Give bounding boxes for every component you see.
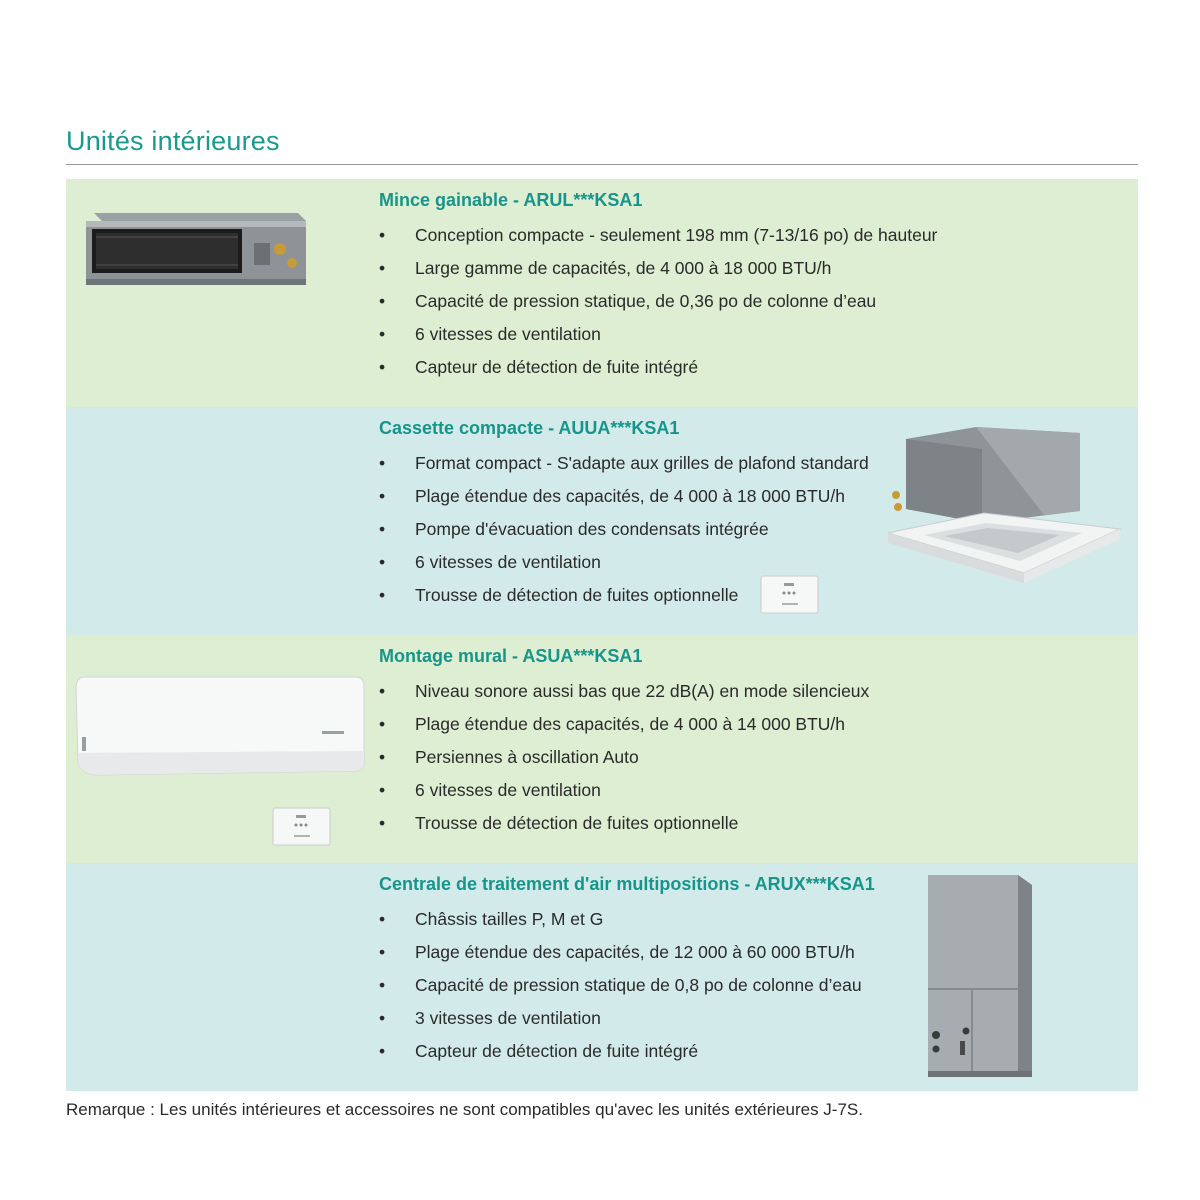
feature-item: • 6 vitesses de ventilation [379,318,937,351]
feature-text: Châssis tailles P, M et G [415,909,604,929]
feature-item: • Capacité de pression statique, de 0,36 … [379,285,937,318]
bullet-icon: • [379,681,386,701]
feature-item: • Capacité de pression statique de 0,8 po… [379,969,862,1002]
feature-item: • 3 vitesses de ventilation [379,1002,862,1035]
feature-text: 3 vitesses de ventilation [415,1008,601,1028]
bullet-icon: • [379,909,386,929]
compatibility-note: Remarque : Les unités intérieures et acc… [66,1100,863,1119]
bullet-icon: • [379,585,386,605]
bullet-icon: • [379,552,386,572]
feature-item: • Large gamme de capacités, de 4 000 à 18… [379,252,937,285]
feature-text: Capteur de détection de fuite intégré [415,1041,699,1061]
feature-text: Capacité de pression statique de 0,8 po … [415,975,862,995]
bullet-icon: • [379,813,386,833]
bullet-icon: • [379,453,386,473]
feature-list: • Niveau sonore aussi bas que 22 dB(A) en… [379,675,869,840]
feature-text: Large gamme de capacités, de 4 000 à 18 … [415,258,832,278]
section-title: Mince gainable - ARUL***KSA1 [379,190,643,210]
feature-text: 6 vitesses de ventilation [415,324,601,344]
bullet-icon: • [379,1008,386,1028]
bullet-icon: • [379,519,386,539]
feature-text: Capacité de pression statique, de 0,36 p… [415,291,877,311]
air-handler-image [928,875,1032,1077]
feature-item: • Niveau sonore aussi bas que 22 dB(A) en… [379,675,869,708]
section-title: Montage mural - ASUA***KSA1 [379,646,643,666]
bullet-icon: • [379,780,386,800]
section-title: Centrale de traitement d'air multipositi… [379,874,875,894]
ducted-unit-image [86,213,306,285]
feature-list: • Châssis tailles P, M et G • Plage étendu… [379,903,862,1068]
feature-text: Pompe d'évacuation des condensats intégr… [415,519,769,539]
feature-item: • Capteur de détection de fuite intégré [379,351,937,384]
feature-item: • Pompe d'évacuation des condensats intég… [379,513,869,546]
remote-sensor-image [272,807,331,846]
feature-text: Plage étendue des capacités, de 4 000 à … [415,486,846,506]
bullet-icon: • [379,942,386,962]
feature-item: • Persiennes à oscillation Auto [379,741,869,774]
feature-list: • Conception compacte - seulement 198 mm … [379,219,937,384]
feature-text: Conception compacte - seulement 198 mm (… [415,225,938,245]
bullet-icon: • [379,324,386,344]
feature-item: • 6 vitesses de ventilation [379,546,869,579]
feature-item: • Plage étendue des capacités, de 4 000 à… [379,480,869,513]
remote-sensor-image [760,575,819,614]
section-cassette-compacte: Cassette compacte - AUUA***KSA1 • Format … [66,407,1138,635]
feature-text: Trousse de détection de fuites optionnel… [415,813,739,833]
bullet-icon: • [379,486,386,506]
bullet-icon: • [379,975,386,995]
wall-unit-image [75,676,365,776]
feature-item: • Plage étendue des capacités, de 4 000 à… [379,708,869,741]
cassette-unit-image [887,427,1122,583]
feature-item: • Format compact - S'adapte aux grilles d… [379,447,869,480]
feature-item: • 6 vitesses de ventilation [379,774,869,807]
feature-item: • Trousse de détection de fuites optionne… [379,807,869,840]
feature-item: • Conception compacte - seulement 198 mm … [379,219,937,252]
feature-item: • Capteur de détection de fuite intégré [379,1035,862,1068]
feature-text: Trousse de détection de fuites optionnel… [415,585,739,605]
feature-text: Capteur de détection de fuite intégré [415,357,699,377]
bullet-icon: • [379,747,386,767]
section-title: Cassette compacte - AUUA***KSA1 [379,418,680,438]
feature-text: Plage étendue des capacités, de 4 000 à … [415,714,846,734]
feature-text: Plage étendue des capacités, de 12 000 à… [415,942,855,962]
feature-text: Niveau sonore aussi bas que 22 dB(A) en … [415,681,870,701]
bullet-icon: • [379,225,386,245]
page-title: Unités intérieures [66,126,280,156]
section-montage-mural: Montage mural - ASUA***KSA1 • Niveau sono… [66,635,1138,863]
section-centrale-traitement-air: Centrale de traitement d'air multipositi… [66,863,1138,1091]
feature-item: • Châssis tailles P, M et G [379,903,862,936]
bullet-icon: • [379,291,386,311]
bullet-icon: • [379,357,386,377]
feature-list: • Format compact - S'adapte aux grilles d… [379,447,869,612]
title-divider [66,164,1138,165]
feature-text: 6 vitesses de ventilation [415,780,601,800]
bullet-icon: • [379,258,386,278]
section-mince-gainable: Mince gainable - ARUL***KSA1 • Conception… [66,179,1138,407]
feature-text: Format compact - S'adapte aux grilles de… [415,453,869,473]
bullet-icon: • [379,714,386,734]
bullet-icon: • [379,1041,386,1061]
feature-text: 6 vitesses de ventilation [415,552,601,572]
feature-text: Persiennes à oscillation Auto [415,747,639,767]
feature-item: • Trousse de détection de fuites optionne… [379,579,869,612]
feature-item: • Plage étendue des capacités, de 12 000 … [379,936,862,969]
